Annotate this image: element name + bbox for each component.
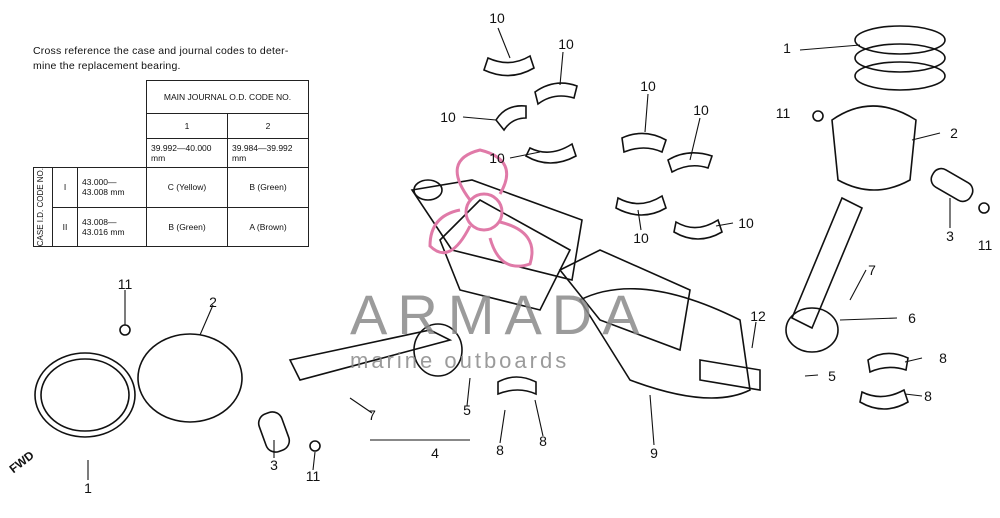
callout-10: 10 [489,10,505,26]
crank-throw-1 [410,179,583,281]
crank-throw-2 [578,287,751,399]
callout-10: 10 [633,230,649,246]
callout-6: 6 [908,310,916,326]
callout-5: 5 [463,402,471,418]
watermark-title: ARMADA [350,283,650,346]
bearing-shell [615,194,667,216]
callout-11: 11 [977,237,993,253]
table-row1-c2: B (Green) [227,167,309,208]
callout-10: 10 [558,36,574,52]
connecting-rods [288,196,864,381]
callout-3: 3 [946,228,954,244]
callout-1: 1 [84,480,92,496]
callout-10: 10 [693,102,709,118]
bearing-shell [483,54,535,77]
callout-11: 11 [775,105,791,121]
bearing-shell [867,352,909,374]
bearing-shell [524,142,577,164]
watermark-subtitle: marine outboards [350,348,570,373]
callout-7: 7 [368,407,376,423]
callout-11: 11 [117,276,133,292]
callout-2: 2 [209,294,217,310]
crank-end [699,359,761,391]
table-row2-range: 43.008—43.016 mm [77,206,147,248]
callout-1: 1 [783,40,791,56]
bearing-shell [667,152,714,174]
callout-10: 10 [489,150,505,166]
callout-10: 10 [738,215,754,231]
piston-ring-right [854,43,946,73]
callout-8: 8 [939,350,947,366]
circlip-left [119,324,131,336]
table-col1-range: 39.992—40.000 mm [146,138,228,168]
con-rod-right [790,196,864,330]
callout-5: 5 [828,368,836,384]
circlip-right [812,110,824,122]
piston-ring-right [854,61,946,91]
piston-ring-right [854,25,946,55]
callout-2: 2 [950,125,958,141]
bearing-shell [495,104,527,132]
crank-spline [413,179,443,201]
bearing-shell [621,132,667,154]
leader-lines [87,27,951,480]
callout-12: 12 [750,308,766,324]
con-rod-right-big-end [785,307,839,353]
bearing-shell [534,82,578,106]
bearing-reference-table: MAIN JOURNAL O.D. CODE NO. 1 2 39.992—40… [33,80,309,248]
bearing-shell [859,388,909,410]
table-col2-range: 39.984—39.992 mm [227,138,309,168]
bearing-shells-group [483,54,723,240]
circlip-right-2 [978,202,990,214]
table-row2-c1: B (Green) [146,206,228,248]
callout-8: 8 [539,433,547,449]
instruction-note: Cross reference the case and journal cod… [33,44,353,74]
piston-pin-left [257,411,291,453]
armada-logo [428,148,534,268]
circlip-left-2 [309,440,321,452]
piston-left [137,333,243,423]
piston-left-group [34,324,321,453]
crankshaft [410,179,761,399]
callout-7: 7 [868,262,876,278]
callout-8: 8 [924,388,932,404]
piston-right-group [812,25,990,214]
table-row2-code: II [52,206,78,248]
table-row2-c2: A (Brown) [227,206,309,248]
callout-10: 10 [440,109,456,125]
table-col1: 1 [146,113,228,139]
table-row1-code: I [52,167,78,208]
callout-8: 8 [496,442,504,458]
crank-web [439,199,572,311]
table-row1-range: 43.000—43.008 mm [77,167,147,208]
crank-journal [558,249,691,352]
bearing-shell [497,376,537,396]
piston-right [831,105,917,191]
con-rod-left-big-end [413,323,463,377]
callout-9: 9 [650,445,658,461]
piston-ring [34,352,136,438]
callout-3: 3 [270,457,278,473]
callout-10: 10 [640,78,656,94]
callout-11: 11 [305,468,321,484]
note-line-1: Cross reference the case and journal cod… [33,45,289,57]
con-rod-left [288,329,453,381]
bearing-shell [673,218,723,240]
piston-pin-right [930,167,974,203]
callout-4: 4 [431,445,439,461]
note-line-2: mine the replacement bearing. [33,60,181,72]
piston-ring [40,358,130,432]
